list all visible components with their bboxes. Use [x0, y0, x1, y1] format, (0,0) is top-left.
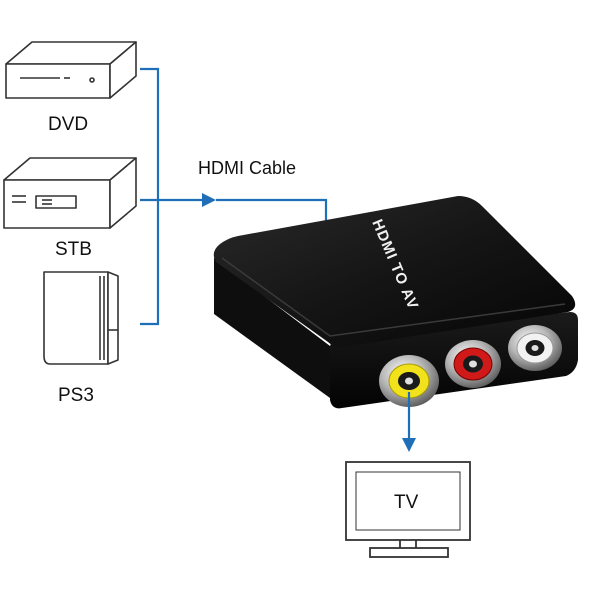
hdmi-cable-label: HDMI Cable — [198, 158, 297, 178]
stb-label: STB — [55, 239, 92, 260]
cable-line-to-converter — [216, 198, 328, 228]
set-top-box-icon — [3, 157, 137, 229]
dvd-label: DVD — [48, 114, 89, 135]
rca-jack-white — [508, 325, 562, 371]
ps3-console-icon — [43, 271, 119, 365]
output-arrowhead — [402, 438, 416, 452]
dvd-player-icon — [5, 41, 137, 99]
ps3-label: PS3 — [58, 385, 94, 406]
tv-icon — [345, 461, 471, 558]
rca-jack-yellow — [379, 355, 439, 407]
tv-label: TV — [394, 492, 419, 513]
cable-arrowhead — [202, 193, 216, 207]
rca-jack-red — [445, 340, 501, 388]
source-connector-lines — [140, 67, 205, 326]
